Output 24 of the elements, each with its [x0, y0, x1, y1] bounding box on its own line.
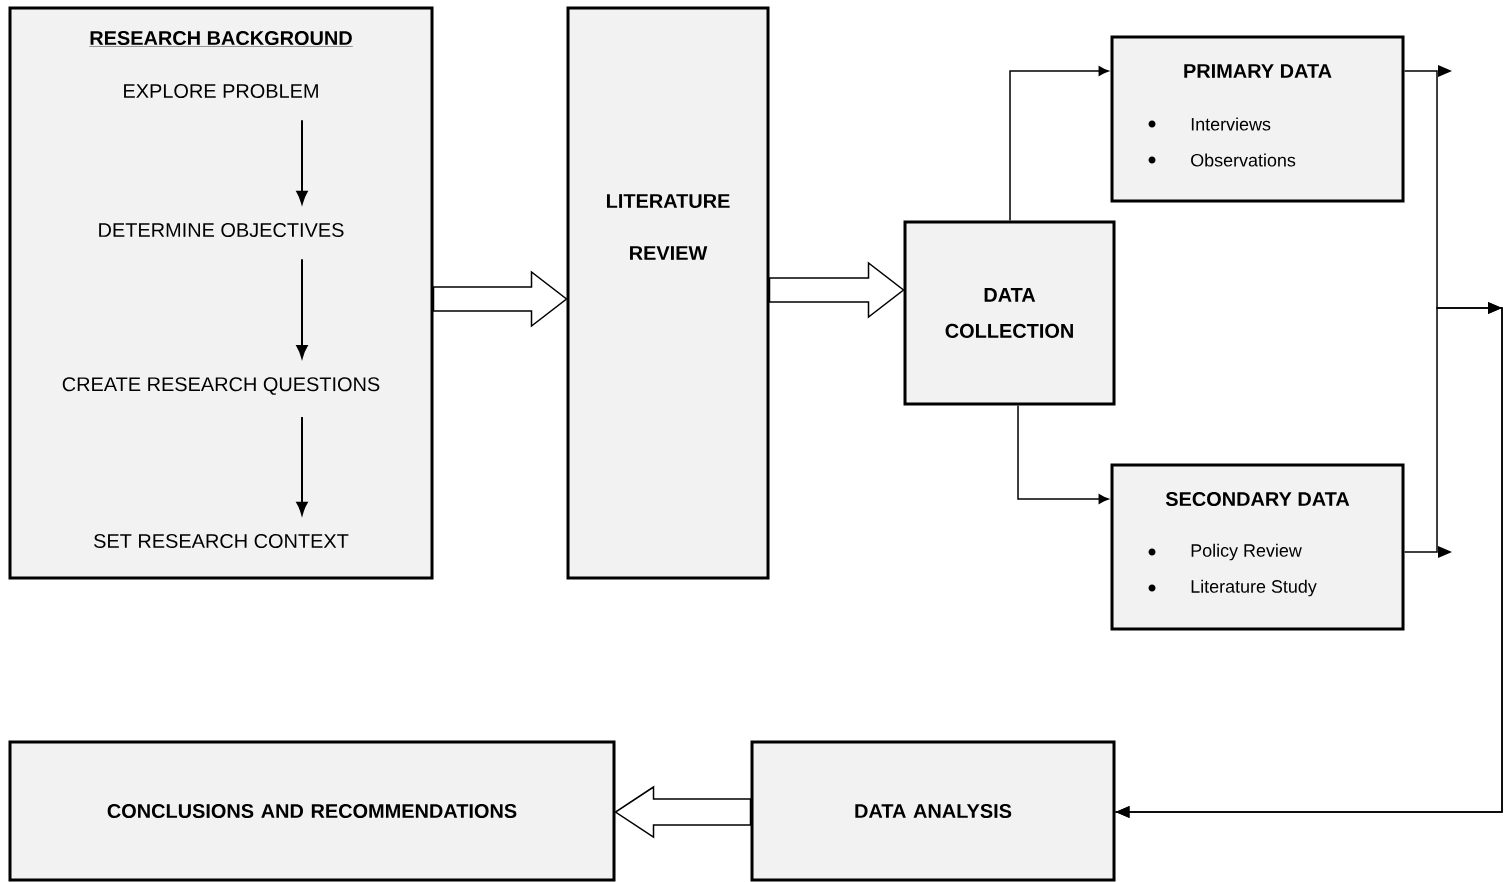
list-item: Policy Review: [1148, 543, 1302, 561]
list-item: Literature Study: [1148, 579, 1317, 597]
arrow: [1009, 66, 1109, 222]
arrow: [296, 258, 308, 359]
arrow: [1017, 404, 1109, 504]
step-text: DETERMINE OBJECTIVES: [99, 222, 344, 238]
block-arrow: [614, 785, 752, 839]
heading: SECONDARY DATA: [1165, 491, 1350, 507]
list-item: Observations: [1148, 153, 1296, 167]
arrow: [296, 416, 308, 515]
heading: PRIMARY DATA: [1184, 64, 1332, 78]
step-text: CREATE RESEARCH QUESTIONS: [62, 377, 380, 395]
box-label: LITERATURE REVIEW: [607, 194, 730, 260]
step-text: SET RESEARCH CONTEXT: [94, 533, 349, 549]
list-item: Interviews: [1148, 117, 1271, 131]
block-arrow: [432, 270, 568, 328]
box-label: DATA ANALYSIS: [855, 803, 1012, 819]
box-label: CONCLUSIONS AND RECOMMENDATIONS: [107, 803, 517, 819]
box-label: DATA COLLECTION: [945, 288, 1073, 338]
connector-arrow: [1114, 302, 1503, 818]
heading: RESEARCH BACKGROUND: [89, 30, 353, 47]
block-arrow: [768, 261, 905, 319]
arrow: [296, 119, 308, 204]
step-text: EXPLORE PROBLEM: [124, 83, 318, 99]
